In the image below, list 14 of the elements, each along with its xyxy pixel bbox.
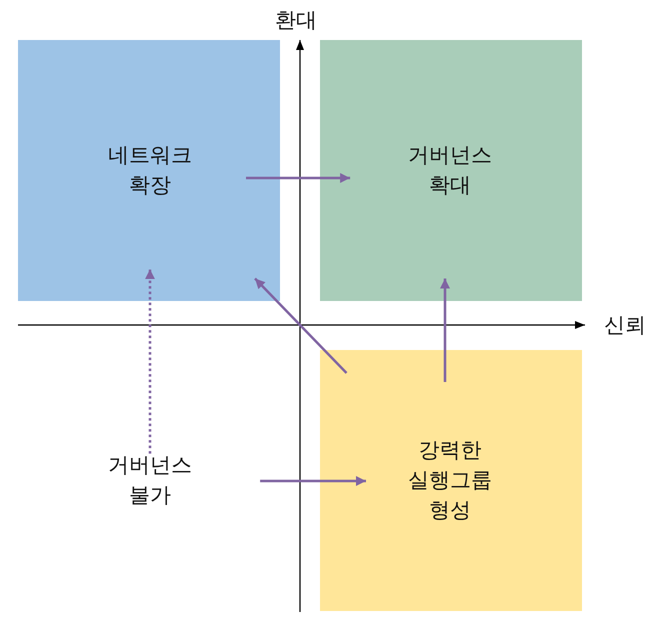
quadrant-label: 강력한 실행그룹 형성 (407, 437, 493, 524)
axis-label: 환대 (275, 7, 317, 34)
quadrant-label: 네트워크 확장 (107, 142, 193, 199)
axis-label: 신뢰 (604, 312, 646, 339)
arrow (254, 278, 348, 374)
quadrant-label: 거버넌스 확대 (407, 142, 493, 199)
arrow (260, 476, 366, 486)
quadrant-box (18, 40, 280, 301)
arrow (440, 278, 450, 382)
quadrant-label: 거버넌스 불가 (107, 452, 193, 509)
arrow (246, 173, 350, 183)
arrow (145, 269, 155, 454)
quadrant-box (320, 350, 582, 611)
quadrant-box (320, 40, 582, 301)
